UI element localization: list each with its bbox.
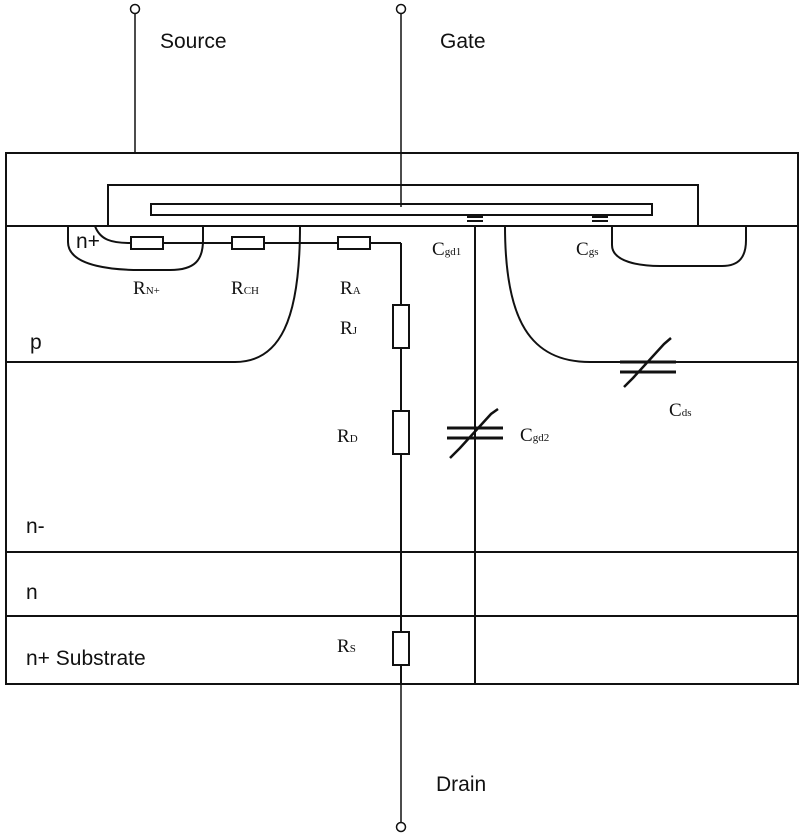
p-body-label: p [30,331,42,354]
drain-label: Drain [436,773,486,796]
source-terminal-icon [131,5,140,14]
n-plus-well-label: n+ [76,230,100,253]
rd-resistor-icon [393,411,409,454]
rch-label: RCH [231,278,259,299]
cds-label: Cds [669,400,691,421]
source-label: Source [160,30,227,53]
n-minus-drift-label: n- [26,515,45,538]
rch-resistor-icon [232,237,264,249]
rn-plus-resistor-icon [131,237,163,249]
cgd1-capacitor-icon [467,217,483,221]
rn-plus-label: RN+ [133,278,160,299]
n-buffer-label: n [26,581,38,604]
gate-terminal-icon [397,5,406,14]
p-body-region-left [6,226,300,362]
rs-label: RS [337,636,356,657]
rj-label: RJ [340,318,358,339]
cds-variable-capacitor-icon [620,337,676,388]
rd-label: RD [337,426,358,447]
n-plus-well-left [68,226,203,270]
rj-resistor-icon [393,305,409,348]
n-plus-substrate-label: n+ Substrate [26,647,146,670]
ra-resistor-icon [338,237,370,249]
drain-terminal-icon [397,823,406,832]
cgd1-label: Cgd1 [432,239,461,260]
cgs-label: Cgs [576,239,598,260]
gate-electrode [151,204,652,215]
cgs-capacitor-icon [592,217,608,221]
rs-resistor-icon [393,632,409,665]
gate-oxide-box [108,185,698,226]
n-plus-well-right [612,226,746,266]
p-body-region-right [505,226,798,362]
gate-label: Gate [440,30,486,53]
cgd2-variable-capacitor-icon [447,407,503,459]
rn-plus-lead-wire [95,226,130,243]
ra-label: RA [340,278,361,299]
cgd2-label: Cgd2 [520,425,549,446]
